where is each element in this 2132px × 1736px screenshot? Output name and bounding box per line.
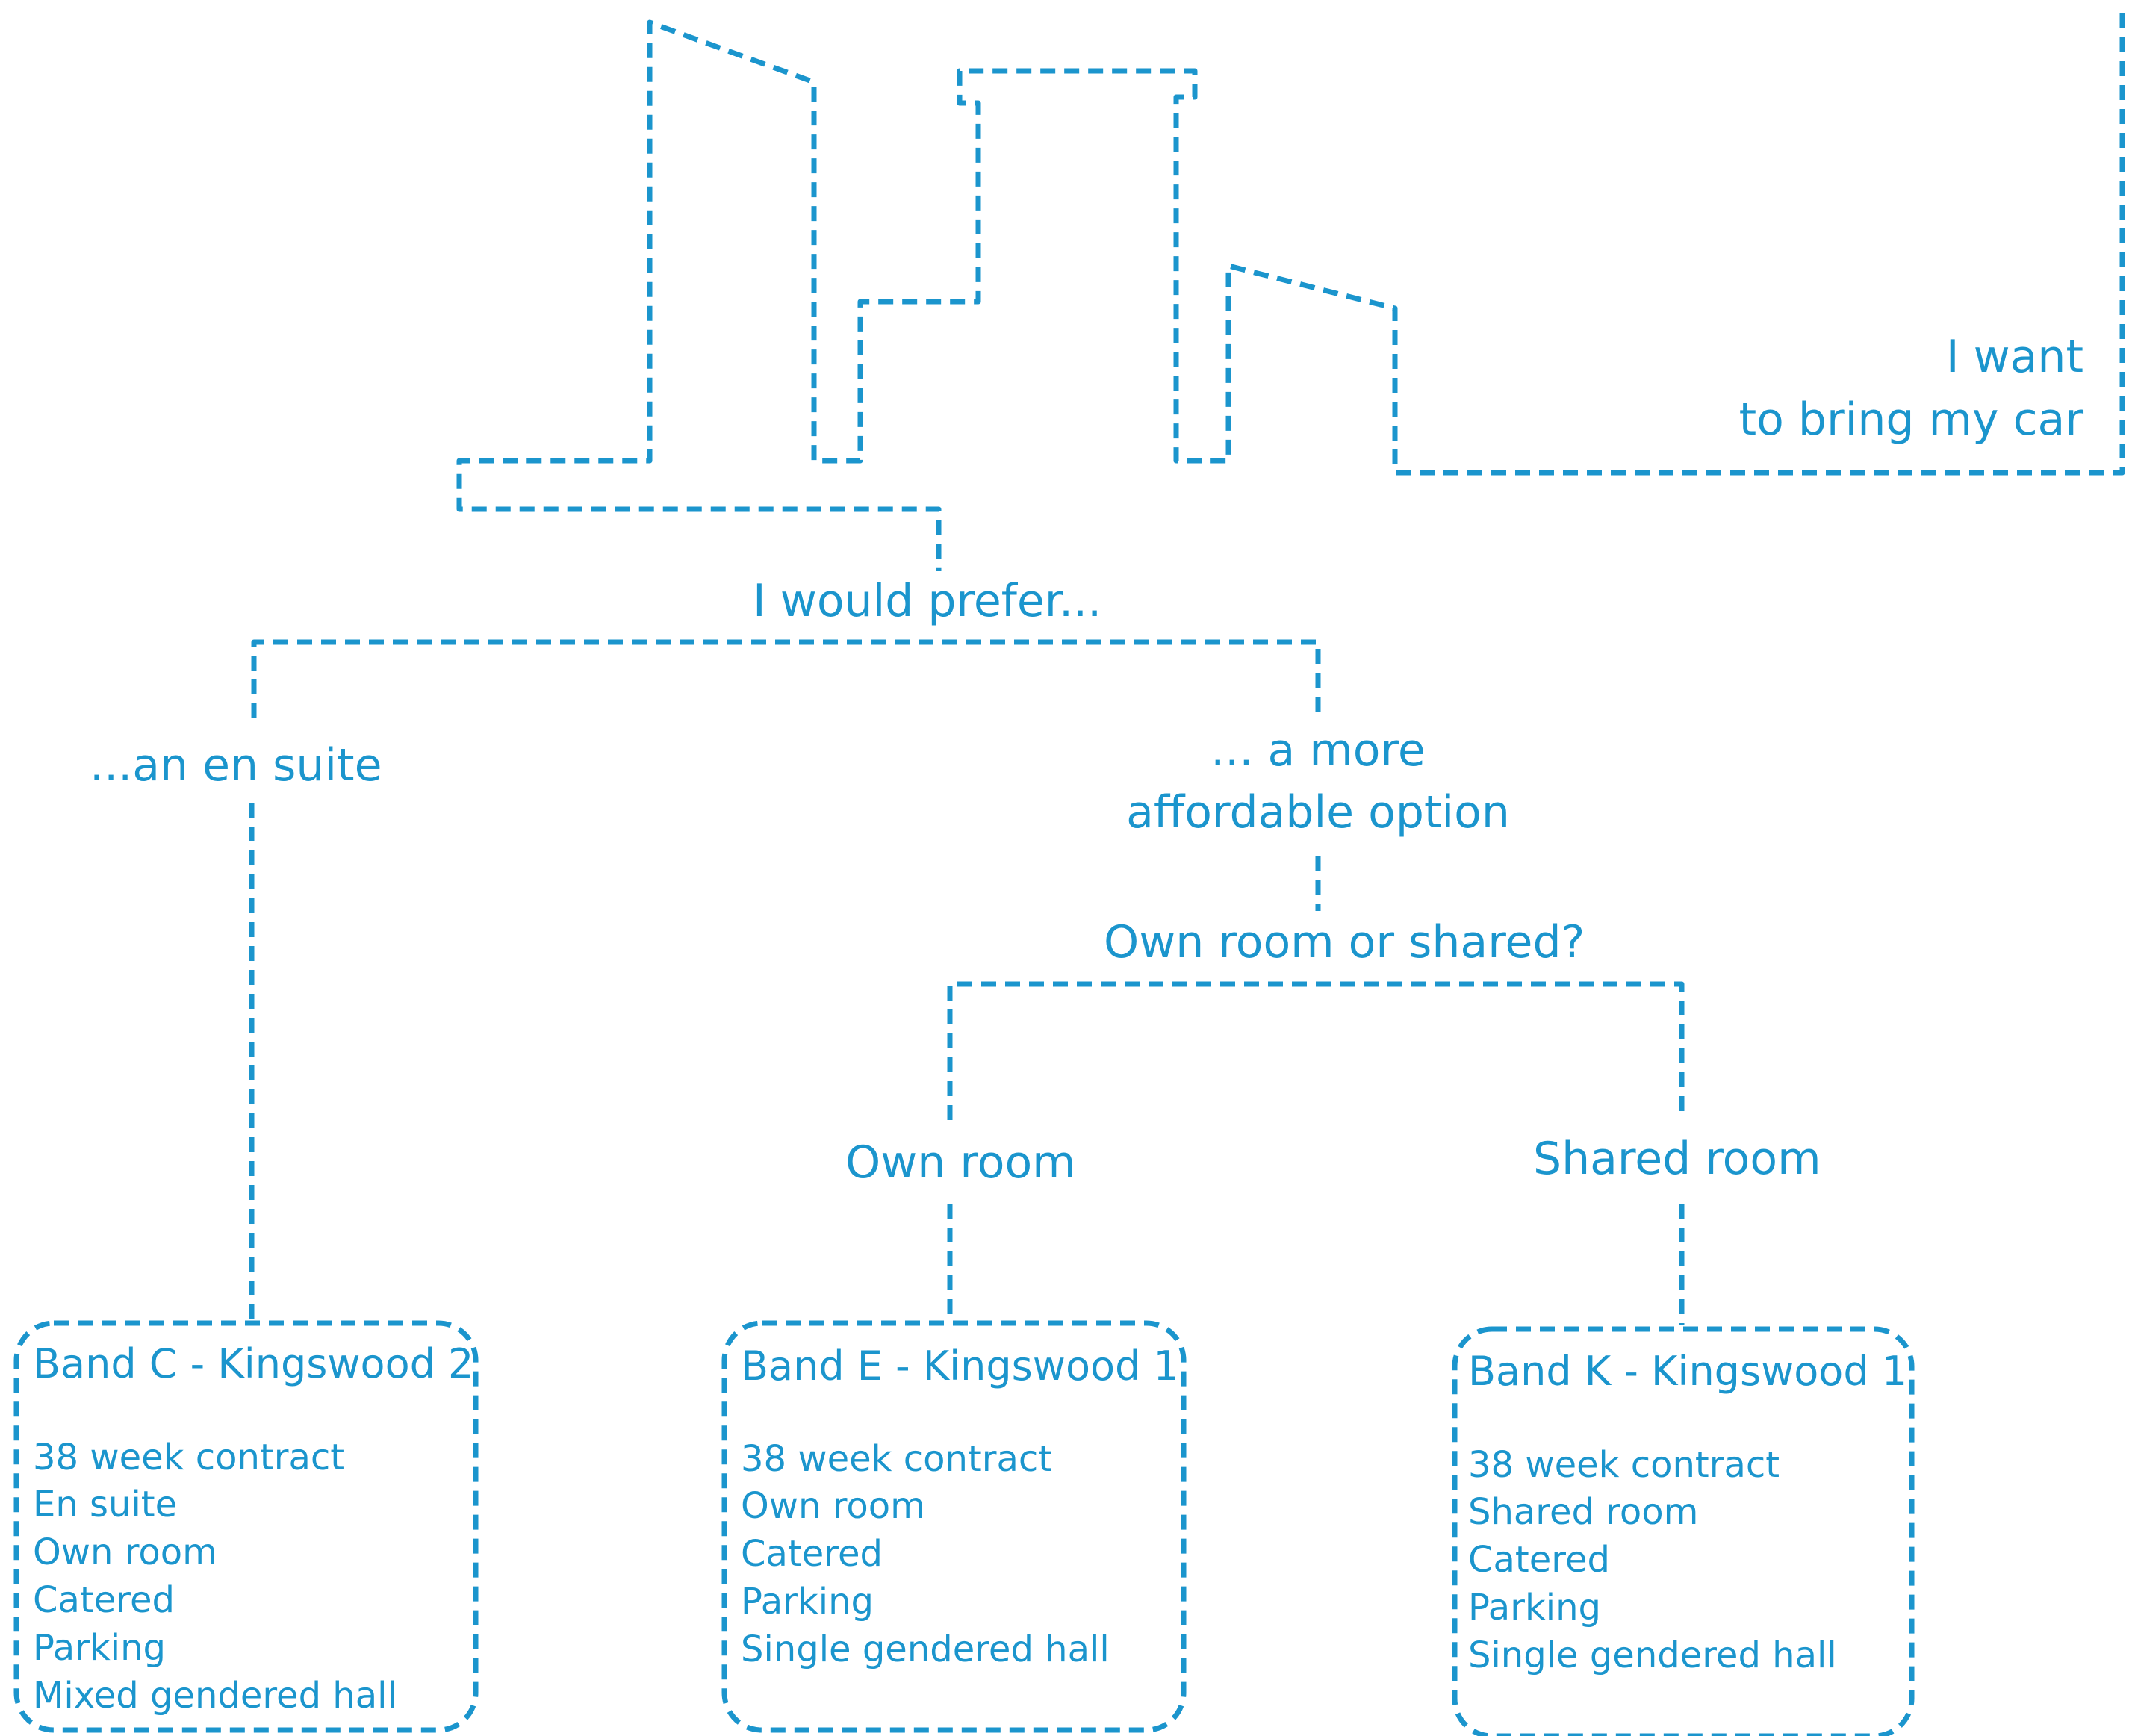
start-node-line-1: I want <box>1945 331 2083 383</box>
split-line-room <box>947 981 1685 1120</box>
branch-en-suite: ...an en suite <box>90 739 382 791</box>
question-room-type: Own room or shared? <box>1104 916 1585 968</box>
band-c-item: 38 week contract <box>33 1437 345 1478</box>
band-c-item: Catered <box>33 1579 175 1621</box>
result-box-band-e <box>721 1320 1187 1733</box>
split-line-preference <box>251 639 1321 718</box>
band-e-item: Catered <box>741 1533 883 1575</box>
band-c-item: Parking <box>33 1627 166 1669</box>
branch-affordable-line-2: affordable option <box>1126 786 1510 839</box>
band-k-item: Parking <box>1468 1587 1601 1628</box>
question-preference: I would prefer... <box>753 575 1102 627</box>
band-c-title: Band C - Kingswood 2 <box>33 1340 474 1387</box>
band-c-item: Mixed gendered hall <box>33 1675 397 1717</box>
band-k-item: Single gendered hall <box>1468 1634 1837 1676</box>
band-k-title: Band K - Kingswood 1 <box>1468 1348 1908 1395</box>
branch-own-room: Own room <box>845 1136 1076 1189</box>
skyline-connector <box>456 13 2125 571</box>
band-e-item: Parking <box>741 1581 874 1623</box>
band-k-item: Catered <box>1468 1539 1610 1581</box>
band-e-title: Band E - Kingswood 1 <box>741 1343 1179 1390</box>
result-box-band-k <box>1452 1326 1915 1736</box>
band-c-item: En suite <box>33 1484 178 1525</box>
band-e-item: Single gendered hall <box>741 1628 1110 1670</box>
band-k-item: 38 week contract <box>1468 1444 1780 1486</box>
start-node-line-2: to bring my car <box>1738 393 2083 446</box>
band-k-item: Shared room <box>1468 1491 1699 1533</box>
band-e-item: 38 week contract <box>741 1438 1053 1480</box>
branch-shared-room: Shared room <box>1533 1133 1821 1185</box>
result-box-band-c <box>13 1320 479 1733</box>
band-c-item: Own room <box>33 1531 217 1573</box>
band-e-item: Own room <box>741 1485 925 1527</box>
branch-affordable-line-1: ... a more <box>1210 724 1426 777</box>
